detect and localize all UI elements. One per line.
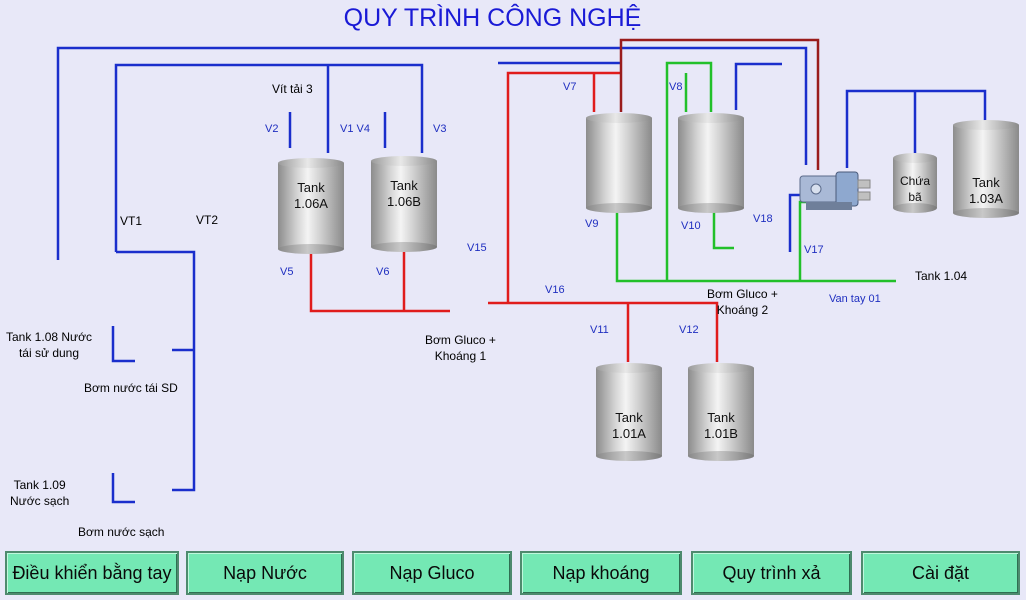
bom-gluco-1-label: Bơm Gluco + Khoáng 1	[425, 333, 496, 363]
water-pipes	[56, 46, 987, 504]
valve-v5[interactable]: V5	[280, 266, 294, 278]
pipe-network	[56, 38, 987, 504]
van-tay-01-label: Van tay 01	[829, 293, 881, 305]
valve-v12[interactable]: V12	[679, 324, 699, 336]
tank-label: Tank 1.06A	[294, 180, 328, 212]
tank-label: Tank 1.06B	[387, 178, 421, 210]
process-diagram: QUY TRÌNH CÔNG NGHỆ Tank 1.06A Tank 1.06…	[6, 4, 1019, 539]
page-title: QUY TRÌNH CÔNG NGHỆ	[343, 4, 642, 32]
valve-v6[interactable]: V6	[376, 266, 390, 278]
vt1-label: VT1	[120, 214, 143, 228]
discharge-pipes	[619, 38, 820, 170]
cai-dat-button[interactable]: Cài đặt	[861, 551, 1020, 595]
valve-v16[interactable]: V16	[545, 284, 565, 296]
nap-khoang-button[interactable]: Nạp khoáng	[520, 551, 682, 595]
tank-1-07b[interactable]	[678, 113, 744, 213]
valve-v3[interactable]: V3	[433, 123, 447, 135]
pump-icon[interactable]	[799, 171, 871, 210]
bom-nuoc-tai-sd-label: Bơm nước tái SD	[84, 381, 178, 395]
valve-v11[interactable]: V11	[590, 324, 609, 336]
tank-label: Tank 1.03A	[969, 174, 1003, 206]
tank-chua-ba[interactable]: Chứa bã	[893, 153, 937, 213]
valve-v1-v4[interactable]: V1 V4	[340, 123, 370, 135]
tank-label: Chứa bã	[899, 174, 931, 204]
tank-label: Tank 1.01B	[704, 409, 738, 441]
valve-v2[interactable]: V2	[265, 123, 279, 135]
tank-1-01a[interactable]: Tank 1.01A	[596, 363, 662, 461]
mineral-pipes	[615, 61, 896, 283]
valve-v8[interactable]: V8	[669, 81, 683, 93]
tank-1-04-label: Tank 1.04	[915, 269, 968, 283]
valve-v10[interactable]: V10	[681, 220, 701, 232]
tank-1-07a[interactable]	[586, 113, 652, 213]
valve-v15[interactable]: V15	[467, 242, 487, 254]
nap-nuoc-button[interactable]: Nạp Nước	[186, 551, 344, 595]
gluco-pipes	[309, 71, 719, 362]
tank-1-03a[interactable]: Tank 1.03A	[953, 120, 1019, 218]
tank-1-06a[interactable]: Tank 1.06A	[278, 158, 344, 254]
valve-v9[interactable]: V9	[585, 218, 599, 230]
bom-nuoc-sach-label: Bơm nước sạch	[78, 525, 165, 539]
quy-trinh-xa-button[interactable]: Quy trình xả	[691, 551, 852, 595]
bottom-toolbar: Điều khiển bằng tay Nạp Nước Nạp Gluco N…	[0, 547, 1026, 600]
vt2-label: VT2	[196, 213, 219, 227]
tank-1-06b[interactable]: Tank 1.06B	[371, 156, 437, 252]
nap-gluco-button[interactable]: Nạp Gluco	[352, 551, 512, 595]
tank-1-09-label: Tank 1.09 Nước sạch	[10, 478, 70, 508]
bom-gluco-2-label: Bơm Gluco + Khoáng 2	[707, 287, 778, 317]
valve-v18[interactable]: V18	[753, 213, 773, 225]
vit-tai-3-label: Vít tải 3	[272, 82, 313, 96]
tank-label: Tank 1.01A	[612, 409, 646, 441]
tank-1-08-label: Tank 1.08 Nước tái sử dung	[6, 330, 92, 360]
valve-v17[interactable]: V17	[804, 244, 824, 256]
tank-1-01b[interactable]: Tank 1.01B	[688, 363, 754, 461]
manual-control-button[interactable]: Điều khiển bằng tay	[5, 551, 179, 595]
valve-v7[interactable]: V7	[563, 81, 577, 93]
